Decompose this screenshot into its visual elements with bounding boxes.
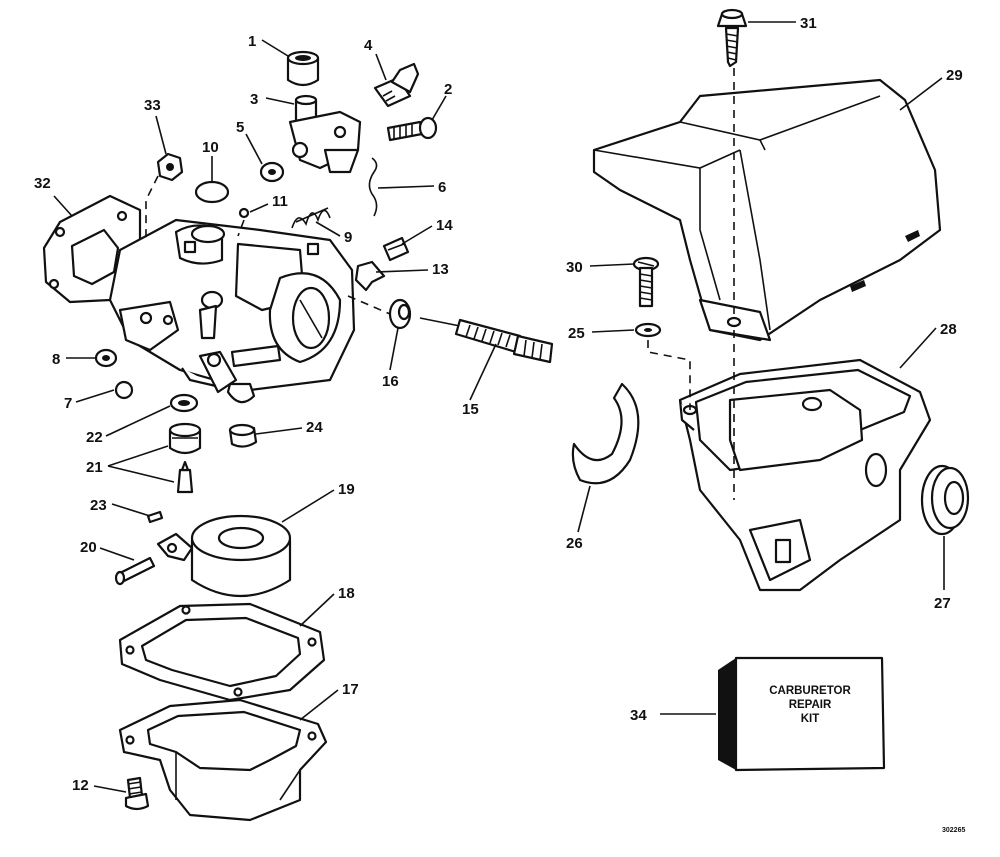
part-17-float-bowl (118, 698, 328, 822)
alignment-lines (145, 68, 735, 500)
callout-16: 16 (382, 373, 399, 390)
callout-22: 22 (86, 429, 103, 446)
part-22-washer (169, 393, 199, 413)
callout-6: 6 (438, 179, 446, 196)
callout-29: 29 (946, 67, 963, 84)
part-4-screw (373, 62, 420, 108)
callout-33: 33 (144, 97, 161, 114)
callout-25: 25 (568, 325, 585, 342)
part-16-packing (388, 298, 412, 330)
part-28-silencer-base (678, 358, 932, 592)
callout-26: 26 (566, 535, 583, 552)
callout-numbers: 1 2 3 4 5 6 7 8 9 10 11 12 13 14 15 16 1… (34, 15, 963, 794)
callout-2: 2 (444, 81, 452, 98)
part-13-bracket (354, 260, 386, 292)
callout-5: 5 (236, 119, 244, 136)
part-9-spring (291, 207, 331, 229)
part-26-seal (571, 382, 640, 485)
part-34-repair-kit: CARBURETOR REPAIR KIT (718, 656, 886, 772)
callout-28: 28 (940, 321, 957, 338)
callout-27: 27 (934, 595, 951, 612)
part-14-screw (382, 236, 410, 262)
callout-20: 20 (80, 539, 97, 556)
callout-31: 31 (800, 15, 817, 32)
part-29-silencer-cover (592, 78, 942, 342)
part-12-screw (124, 776, 150, 811)
part-7-ball (114, 380, 134, 400)
part-5-washer (259, 161, 285, 183)
part-11-ball (238, 207, 250, 219)
part-27-grommet (920, 464, 970, 536)
callout-34: 34 (630, 707, 647, 724)
callout-18: 18 (338, 585, 355, 602)
part-15-needle-valve (419, 317, 554, 364)
callout-30: 30 (566, 259, 583, 276)
part-1-cap (286, 50, 320, 87)
callout-1: 1 (248, 33, 256, 50)
callout-10: 10 (202, 139, 219, 156)
callout-23: 23 (90, 497, 107, 514)
drawing-code: 302265 (942, 827, 965, 834)
part-30-screw (632, 256, 660, 308)
kit-label-line2: REPAIR (789, 699, 832, 711)
leader-lines (53, 21, 945, 793)
callout-12: 12 (72, 777, 89, 794)
callout-24: 24 (306, 419, 323, 436)
part-24-plug (228, 423, 258, 448)
part-10-plug (194, 180, 230, 204)
callout-15: 15 (462, 401, 479, 418)
callout-17: 17 (342, 681, 359, 698)
part-18-gasket (118, 602, 326, 702)
callout-9: 9 (344, 229, 352, 246)
callout-21: 21 (86, 459, 103, 476)
kit-label-line3: KIT (801, 713, 820, 725)
callout-19: 19 (338, 481, 355, 498)
callout-32: 32 (34, 175, 51, 192)
part-3-throttle-lever (288, 94, 362, 174)
part-2-screw (386, 116, 438, 142)
part-33-nut (156, 152, 184, 182)
part-19-float (156, 514, 292, 597)
part-31-screw (716, 8, 748, 68)
callout-8: 8 (52, 351, 60, 368)
callout-7: 7 (64, 395, 72, 412)
carburetor-body (108, 218, 356, 404)
part-21-needle-and-seat (168, 422, 202, 494)
kit-label-line1: CARBURETOR (769, 685, 851, 697)
part-20-hinge-pin (114, 556, 156, 586)
callout-13: 13 (432, 261, 449, 278)
callout-3: 3 (250, 91, 258, 108)
callout-4: 4 (364, 37, 373, 54)
callout-11: 11 (272, 193, 288, 210)
part-23-pin (146, 510, 164, 524)
part-25-washer (634, 322, 662, 338)
part-8-washer (94, 348, 118, 368)
part-6-clip (368, 157, 378, 217)
callout-14: 14 (436, 217, 453, 234)
